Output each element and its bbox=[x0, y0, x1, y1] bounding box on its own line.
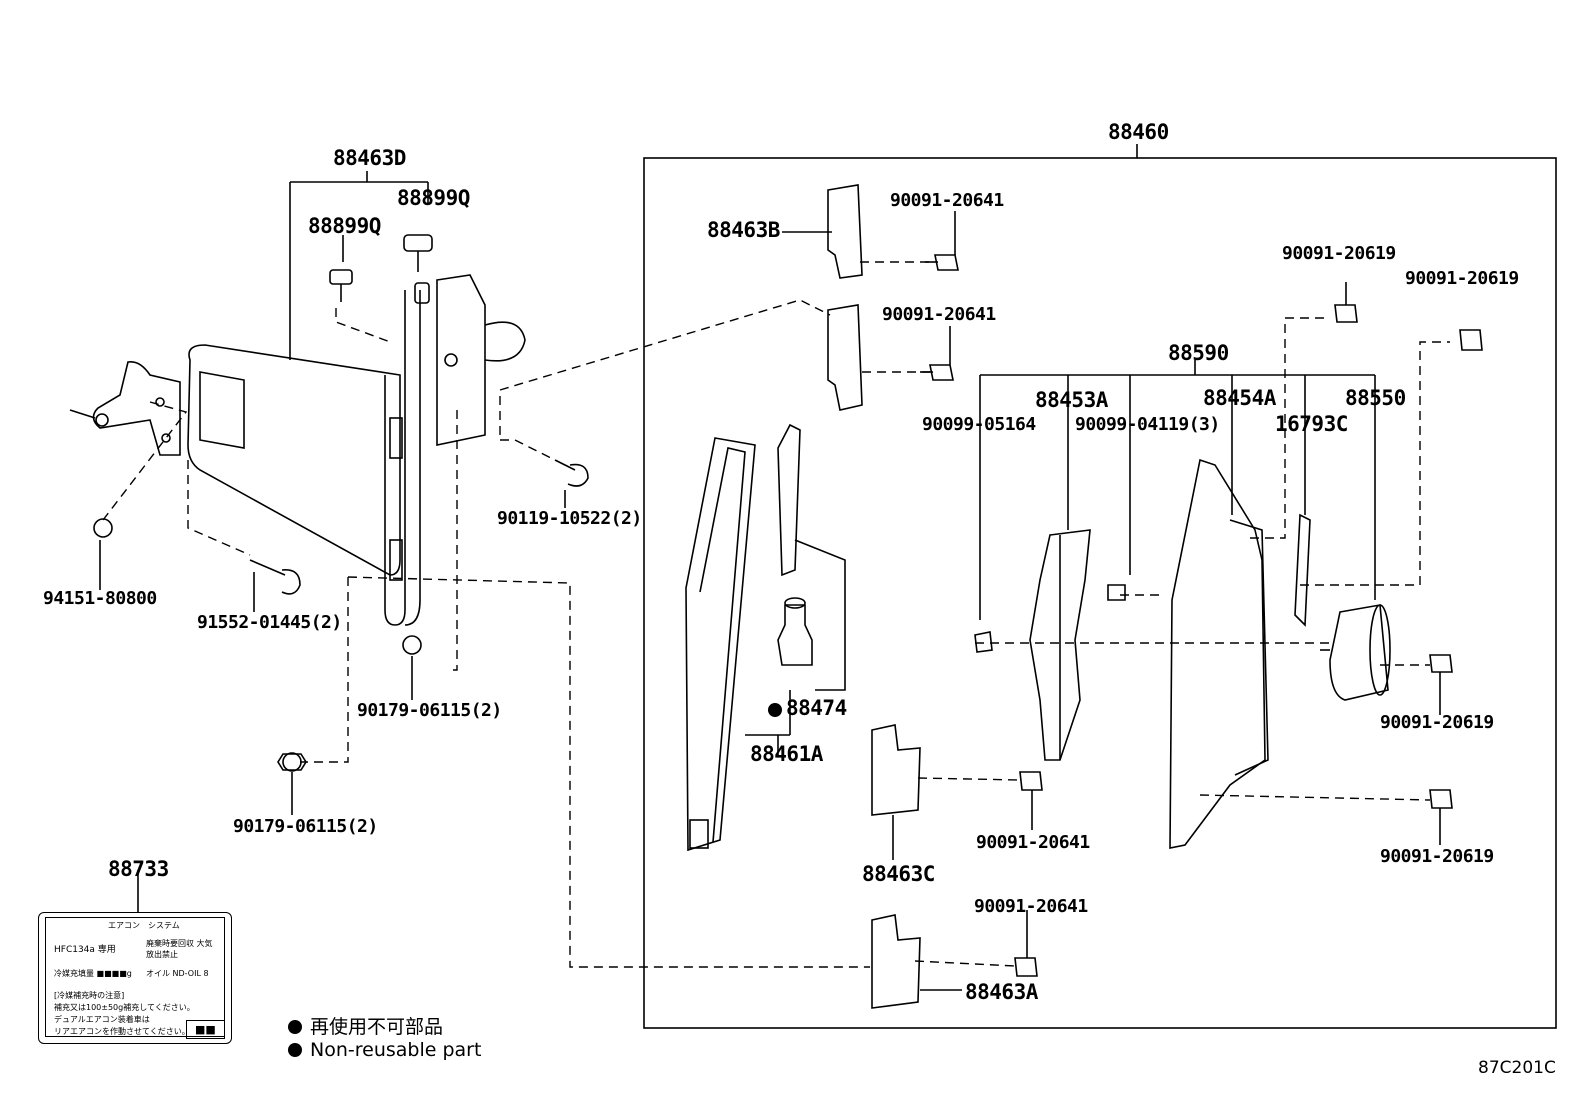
label-90091-20641-a: 90091-20641 bbox=[890, 190, 1004, 211]
ac-system-label-88733: エアコン システム HFC134a 専用 廃棄時要回収 大気放出禁止 冷媒充填量… bbox=[38, 912, 232, 1044]
label-90099-04119: 90099-04119(3) bbox=[1075, 414, 1220, 435]
legend-dot-icon bbox=[288, 1020, 302, 1034]
label-90179-06115-b: 90179-06115(2) bbox=[233, 816, 378, 837]
label-16793C: 16793C bbox=[1275, 412, 1348, 436]
label-91552-01445: 91552-01445(2) bbox=[197, 612, 342, 633]
bracket-88463B bbox=[827, 184, 863, 279]
label-90091-20641-d: 90091-20641 bbox=[974, 896, 1088, 917]
clip-88463A bbox=[871, 914, 921, 1009]
label-88550: 88550 bbox=[1345, 386, 1406, 410]
label-94151-80800: 94151-80800 bbox=[43, 588, 157, 609]
label-90091-20641-c: 90091-20641 bbox=[976, 832, 1090, 853]
label-90091-20641-b: 90091-20641 bbox=[882, 304, 996, 325]
condenser-bracket bbox=[187, 344, 401, 576]
legend-jp-text: 再使用不可部品 bbox=[310, 1016, 444, 1038]
label-88474: 88474 bbox=[786, 696, 847, 720]
legend-en: Non-reusable part bbox=[288, 1039, 481, 1061]
ac-label-recovery: 廃棄時要回収 大気放出禁止 bbox=[146, 939, 213, 959]
diagram-code: 87C201C bbox=[1478, 1058, 1556, 1078]
label-90091-20619-a: 90091-20619 bbox=[1282, 243, 1396, 264]
shroud-88454A bbox=[1169, 458, 1266, 849]
ac-label-note-title: [冷媒補充時の注意] bbox=[54, 991, 125, 1000]
legend-jp: 再使用不可部品 bbox=[288, 1012, 443, 1039]
non-reusable-marker bbox=[768, 703, 782, 717]
assembly-88460-frame bbox=[643, 157, 1557, 1029]
label-90179-06115-a: 90179-06115(2) bbox=[357, 700, 502, 721]
label-90091-20619-c: 90091-20619 bbox=[1380, 712, 1494, 733]
label-88733: 88733 bbox=[108, 857, 169, 881]
clip-88463C bbox=[871, 724, 921, 816]
label-88899Q-b: 88899Q bbox=[308, 214, 381, 238]
label-88463D: 88463D bbox=[333, 146, 406, 170]
motor-88550 bbox=[1329, 604, 1389, 701]
label-90099-05164: 90099-05164 bbox=[922, 414, 1036, 435]
ac-label-refrigerant: HFC134a 専用 bbox=[54, 945, 116, 955]
label-88899Q-a: 88899Q bbox=[397, 186, 470, 210]
ac-label-title: エアコン システム bbox=[108, 921, 180, 930]
ac-label-note-3: リアエアコンを作動させてください。 bbox=[54, 1027, 190, 1036]
legend-en-text: Non-reusable part bbox=[310, 1039, 482, 1061]
label-88461A: 88461A bbox=[750, 742, 823, 766]
shroud-88461A bbox=[685, 437, 756, 852]
label-88463B: 88463B bbox=[707, 218, 780, 242]
label-90091-20619-b: 90091-20619 bbox=[1405, 268, 1519, 289]
label-88590: 88590 bbox=[1168, 341, 1229, 365]
label-88453A: 88453A bbox=[1035, 388, 1108, 412]
label-88454A: 88454A bbox=[1203, 386, 1276, 410]
label-88463C: 88463C bbox=[862, 862, 935, 886]
legend-dot-icon bbox=[288, 1043, 302, 1057]
ac-label-oil: オイル ND-OIL 8 bbox=[146, 969, 209, 978]
ac-label-note-2: デュアルエアコン装着車は bbox=[54, 1015, 150, 1024]
label-88460: 88460 bbox=[1108, 120, 1169, 144]
ac-label-badge: ■■ bbox=[186, 1020, 225, 1039]
label-90119-10522: 90119-10522(2) bbox=[497, 508, 642, 529]
label-88463A: 88463A bbox=[965, 980, 1038, 1004]
label-90091-20619-d: 90091-20619 bbox=[1380, 846, 1494, 867]
ac-label-charge: 冷媒充填量 ■■■■g bbox=[54, 969, 132, 978]
ac-label-note-1: 補充又は100±50g補充してください。 bbox=[54, 1003, 195, 1012]
